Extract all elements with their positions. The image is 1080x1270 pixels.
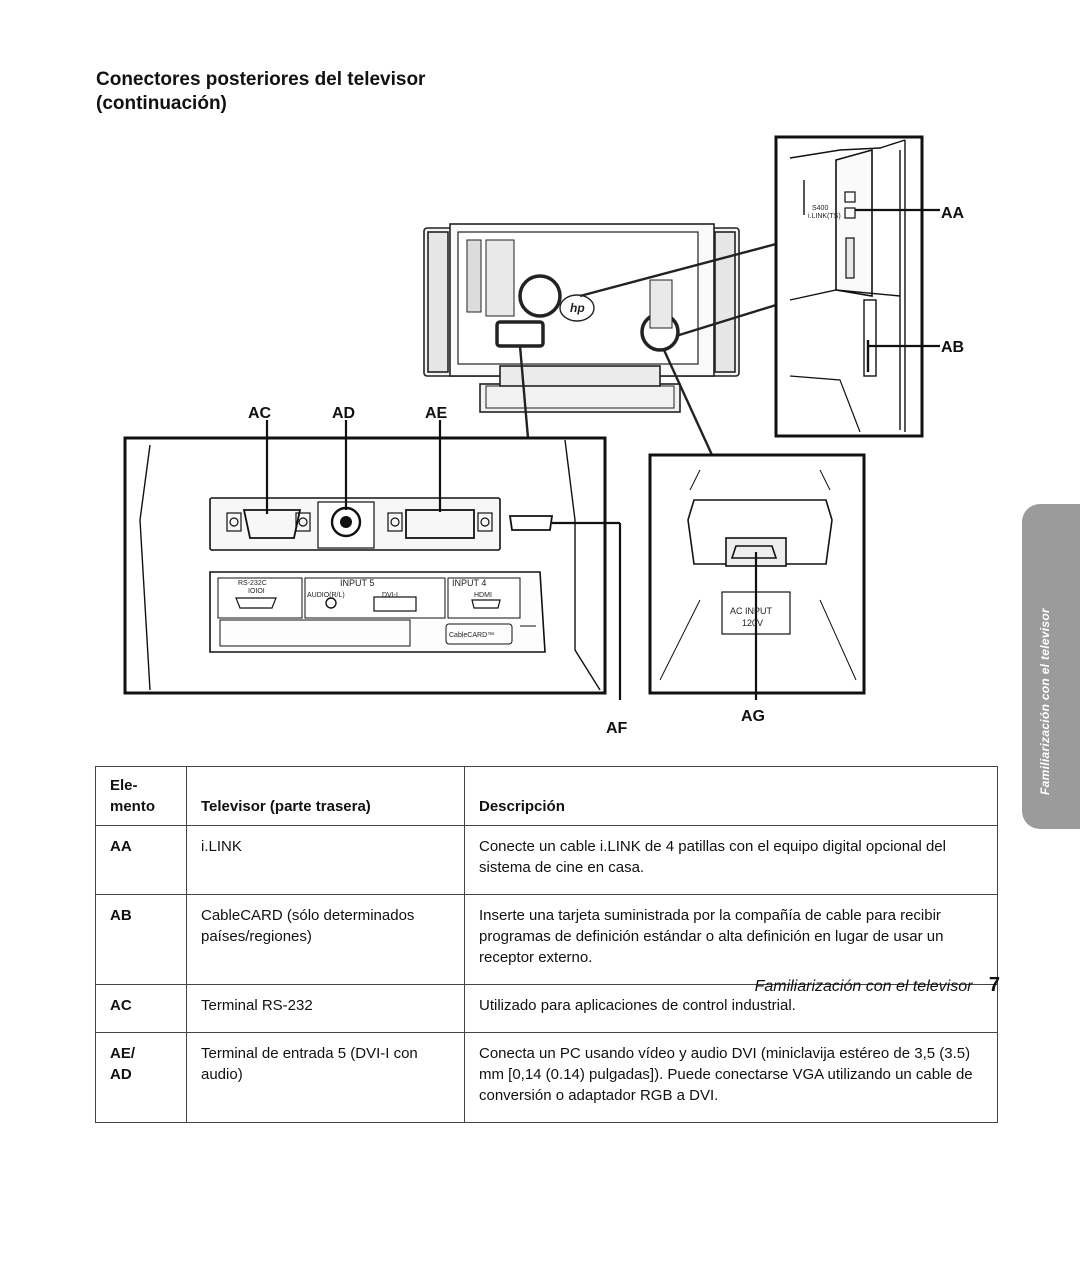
row-code: AC [95,984,187,1033]
row-part: i.LINK [186,825,465,895]
row-code-line2: AD [110,1066,132,1083]
hdmi-label: HDMI [474,592,492,599]
callout-ac: AC [248,405,272,422]
table-row: AA i.LINK Conecte un cable i.LINK de 4 p… [95,825,998,895]
row-part: Terminal de entrada 5 (DVI-I con audio) [186,1032,465,1123]
page-number: 7 [988,974,1000,996]
input4-label: INPUT 4 [452,578,486,588]
svg-text:hp: hp [570,301,585,315]
input-panel-detail [123,420,622,700]
dvi-i-label: DVI-I [382,592,398,599]
table-header-row: Ele- mento Televisor (parte trasera) Des… [95,766,998,826]
row-code-line1: AE/ [110,1045,136,1062]
table-row: AB CableCARD (sólo determinados países/r… [95,894,998,985]
cablecard-label: CableCARD™ [449,632,494,639]
row-description: Utilizado para aplicaciones de control i… [464,984,998,1033]
page-title: Conectores posteriores del televisor (co… [96,68,616,116]
tv-rear-overview: hp [423,223,777,456]
input5-label: INPUT 5 [340,578,374,588]
callout-ad: AD [332,405,355,422]
audio-rl-label: AUDIO(R/L) [307,592,345,599]
footer-chapter-title: Familiarización con el televisor [754,978,973,995]
row-description: Conecte un cable i.LINK de 4 patillas co… [464,825,998,895]
page-title-line2: (continuación) [96,93,227,114]
rs232c-sub-label: IOIOI [248,588,265,595]
row-part: Terminal RS-232 [186,984,465,1033]
page-footer: Familiarización con el televisor 7 [650,974,1000,997]
callout-aa: AA [941,205,965,222]
ac-input-label: AC INPUT [730,606,773,616]
callout-ae: AE [425,405,448,422]
rs232c-label: RS-232C [238,580,267,587]
header-element-line2: mento [110,798,155,815]
ac-input-detail [648,453,866,700]
chapter-side-tab-label: Familiarización con el televisor [1038,608,1052,795]
header-element: Ele- mento [95,766,187,826]
header-description: Descripción [464,766,998,826]
table-row: AC Terminal RS-232 Utilizado para aplica… [95,984,998,1033]
row-description: Inserte una tarjeta suministrada por la … [464,894,998,985]
row-code: AB [95,894,187,985]
connector-table: Ele- mento Televisor (parte trasera) Des… [95,766,998,1123]
ilink-tag-label: i.LINK(TS) [808,213,841,220]
page-title-line1: Conectores posteriores del televisor [96,69,426,90]
row-code: AA [95,825,187,895]
row-code: AE/ AD [95,1032,187,1123]
voltage-label: 120V [742,618,763,628]
row-description: Conecta un PC usando vídeo y audio DVI (… [464,1032,998,1123]
header-part: Televisor (parte trasera) [186,766,465,826]
row-part: CableCARD (sólo determinados países/regi… [186,894,465,985]
ilink-cablecard-detail: S400 i.LINK(TS) [774,135,940,438]
callout-ab: AB [941,339,964,356]
ilink-s400-label: S400 [812,205,828,212]
callout-af: AF [606,720,628,737]
chapter-side-tab [1022,504,1080,829]
callout-ag: AG [741,708,765,725]
table-row: AE/ AD Terminal de entrada 5 (DVI-I con … [95,1032,998,1123]
header-element-line1: Ele- [110,777,138,794]
